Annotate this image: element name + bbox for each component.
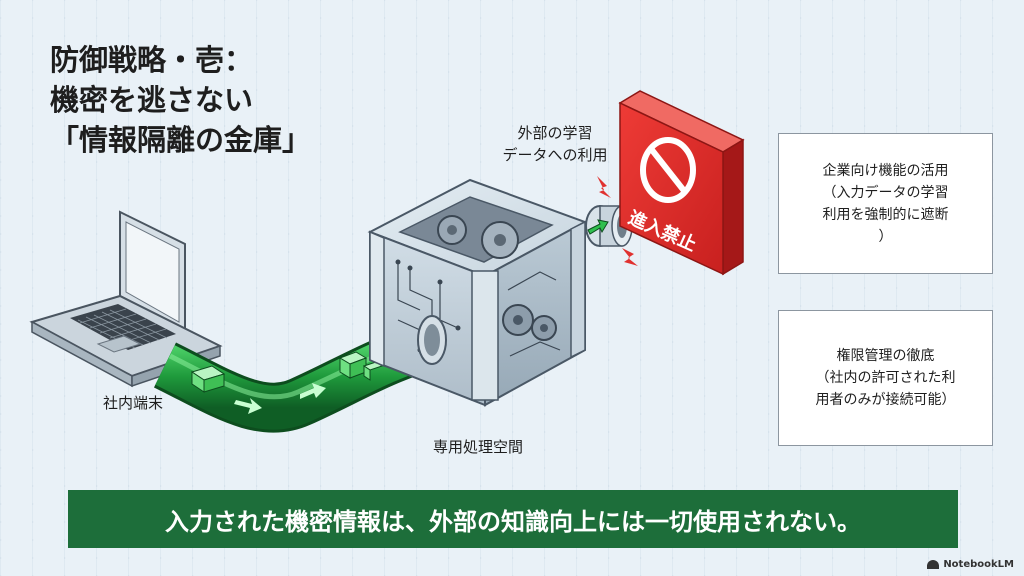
- access-control-line-2: （社内の許可された利: [815, 370, 956, 386]
- access-control-line-3: 用者のみが接続可能）: [815, 392, 956, 408]
- access-control-line-1: 権限管理の徹底: [836, 348, 935, 364]
- summary-banner: 入力された機密情報は、外部の知識向上には一切使用されない。: [68, 490, 958, 548]
- external-use-label-line-2: データへの利用: [502, 146, 608, 164]
- notebooklm-logo-icon: [927, 560, 940, 569]
- external-use-label-line-1: 外部の学習: [517, 124, 593, 142]
- no-entry-icon: [640, 137, 696, 203]
- title-line-2: 機密を逃さない: [50, 83, 254, 117]
- stop-sign-block: 進入禁止: [618, 90, 745, 276]
- processing-space-label: 専用処理空間: [433, 438, 524, 456]
- vault-cube-icon: [367, 178, 633, 407]
- external-use-label: 外部の学習 データへの利用: [480, 122, 630, 166]
- enterprise-feature-line-3: 利用を強制的に遮断: [822, 206, 949, 223]
- enterprise-feature-box: 企業向け機能の活用 （入力データの学習 利用を強制的に遮断 ）: [778, 133, 993, 274]
- access-control-box: 権限管理の徹底 （社内の許可された利 用者のみが接続可能）: [778, 310, 993, 446]
- title-line-1: 防御戦略・壱：: [50, 43, 254, 77]
- terminal-label: 社内端末: [103, 394, 164, 412]
- brand-text: NotebookLM: [943, 559, 1014, 570]
- enterprise-feature-line-4: ）: [878, 228, 893, 245]
- enterprise-feature-line-1: 企業向け機能の活用: [822, 162, 949, 179]
- title-line-3: 「情報隔離の金庫」: [50, 123, 312, 157]
- brand-watermark: NotebookLM: [927, 559, 1014, 570]
- page-title: 防御戦略・壱： 機密を逃さない 「情報隔離の金庫」: [50, 40, 311, 160]
- enterprise-feature-line-2: （入力データの学習: [822, 184, 949, 201]
- laptop-icon: [29, 210, 223, 388]
